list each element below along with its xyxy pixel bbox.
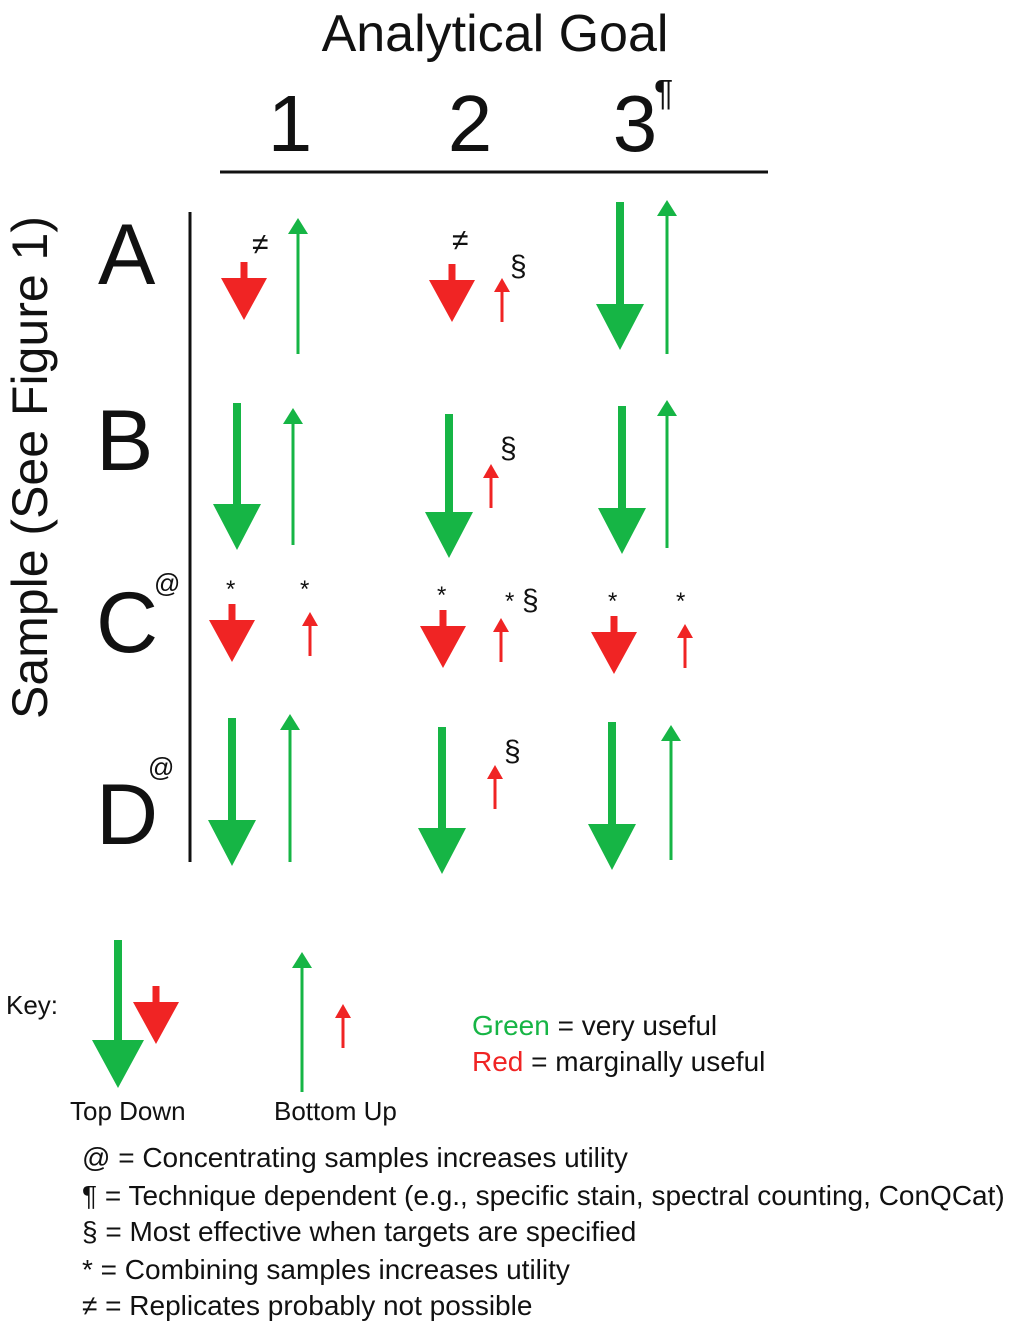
- row-d-mark: @: [148, 752, 175, 782]
- symbol-section: §: [522, 584, 539, 617]
- column3-mark: ¶: [654, 72, 674, 113]
- symbol-not-equal: ≠: [452, 224, 469, 257]
- top-down-arrow-red: [420, 610, 466, 668]
- row-label-b: B: [96, 393, 154, 489]
- legend-red-word: Red: [472, 1046, 524, 1077]
- symbol-asterisk: *: [505, 588, 515, 615]
- bottom-up-arrow-red: [483, 464, 499, 508]
- bottom-up-arrow-red: [493, 618, 509, 662]
- row-label-d: D: [96, 767, 159, 863]
- symbol-asterisk: *: [437, 582, 447, 609]
- top-down-arrow-red: [209, 604, 255, 662]
- key-bottom-up-arrow-green: [292, 952, 312, 1092]
- note-section: § = Most effective when targets are spec…: [82, 1216, 637, 1247]
- bottom-up-arrow-red: [494, 278, 510, 322]
- key-top-down-arrow-green: [92, 940, 144, 1088]
- note-asterisk: * = Combining samples increases utility: [82, 1254, 570, 1285]
- header-title: Analytical Goal: [321, 5, 669, 63]
- symbol-not-equal: ≠: [252, 228, 269, 261]
- bottom-up-arrow-green: [657, 400, 677, 548]
- legend-green-text: = very useful: [549, 1010, 718, 1041]
- key-bottom-up-arrow-red: [335, 1004, 351, 1048]
- note-pilcrow: ¶ = Technique dependent (e.g., specific …: [82, 1180, 1005, 1211]
- legend-green-word: Green: [472, 1010, 550, 1041]
- symbol-asterisk: *: [300, 576, 310, 603]
- bottom-up-arrow-green: [283, 408, 303, 545]
- bottom-up-arrow-red: [302, 612, 318, 656]
- symbol-asterisk: *: [226, 576, 236, 603]
- symbol-section: §: [510, 250, 527, 283]
- top-down-arrow-green: [208, 718, 256, 866]
- key-top-down-arrow-red: [133, 986, 179, 1044]
- top-down-arrow-green: [598, 406, 646, 554]
- bottom-up-arrow-green: [661, 725, 681, 860]
- top-down-arrow-green: [425, 414, 473, 558]
- row-label-c: C: [96, 575, 159, 671]
- top-down-arrow-red: [429, 264, 475, 322]
- bottom-up-arrow-red: [677, 624, 693, 668]
- bottom-up-arrow-green: [280, 714, 300, 862]
- symbol-section: §: [504, 735, 521, 768]
- column-number-1: 1: [267, 79, 313, 168]
- legend-red: Red = marginally useful: [472, 1046, 765, 1078]
- bottom-up-arrow-red: [487, 765, 503, 809]
- legend-red-text: = marginally useful: [523, 1046, 766, 1077]
- symbol-asterisk: *: [676, 588, 686, 615]
- row-label-a: A: [98, 207, 156, 303]
- top-down-arrow-green: [596, 202, 644, 350]
- symbol-section: §: [500, 432, 517, 465]
- top-down-arrow-red: [221, 262, 267, 320]
- symbol-asterisk: *: [608, 588, 618, 615]
- row-c-mark: @: [154, 568, 181, 598]
- bottom-up-arrow-green: [288, 218, 308, 354]
- column-number-3: 3: [612, 79, 658, 168]
- key-top-down-label: Top Down: [70, 1096, 186, 1126]
- column-number-2: 2: [447, 79, 493, 168]
- bottom-up-arrow-green: [657, 200, 677, 354]
- top-down-arrow-green: [418, 727, 466, 874]
- note-not-equal: ≠ = Replicates probably not possible: [82, 1290, 533, 1321]
- note-at: @ = Concentrating samples increases util…: [82, 1142, 628, 1173]
- top-down-arrow-green: [588, 722, 636, 870]
- key-bottom-up-label: Bottom Up: [274, 1096, 397, 1126]
- top-down-arrow-green: [213, 403, 261, 550]
- top-down-arrow-red: [591, 616, 637, 674]
- key-label: Key:: [6, 990, 59, 1020]
- legend-green: Green = very useful: [472, 1010, 717, 1042]
